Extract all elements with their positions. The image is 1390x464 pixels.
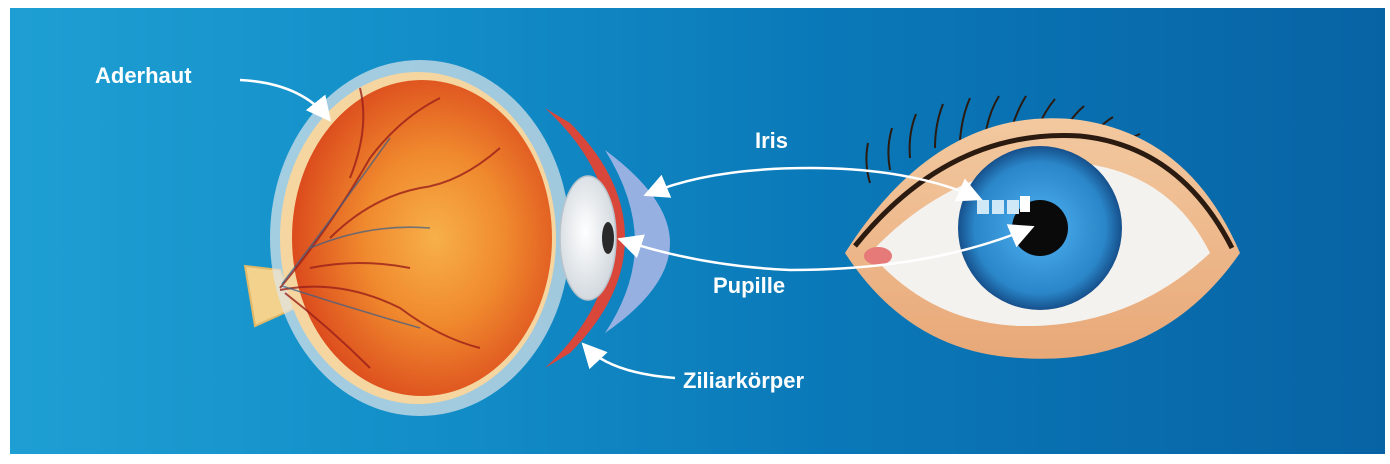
ziliarkoerper-arrow [585, 346, 675, 378]
eye-anatomy-diagram: Aderhaut Iris Pupille Ziliarkörper [10, 8, 1385, 454]
label-aderhaut: Aderhaut [95, 63, 192, 89]
iris-arrow-left [648, 168, 810, 194]
label-pupille: Pupille [713, 273, 785, 299]
label-ziliarkoerper: Ziliarkörper [683, 368, 804, 394]
external-eye-icon [845, 96, 1240, 359]
label-iris: Iris [755, 128, 788, 154]
